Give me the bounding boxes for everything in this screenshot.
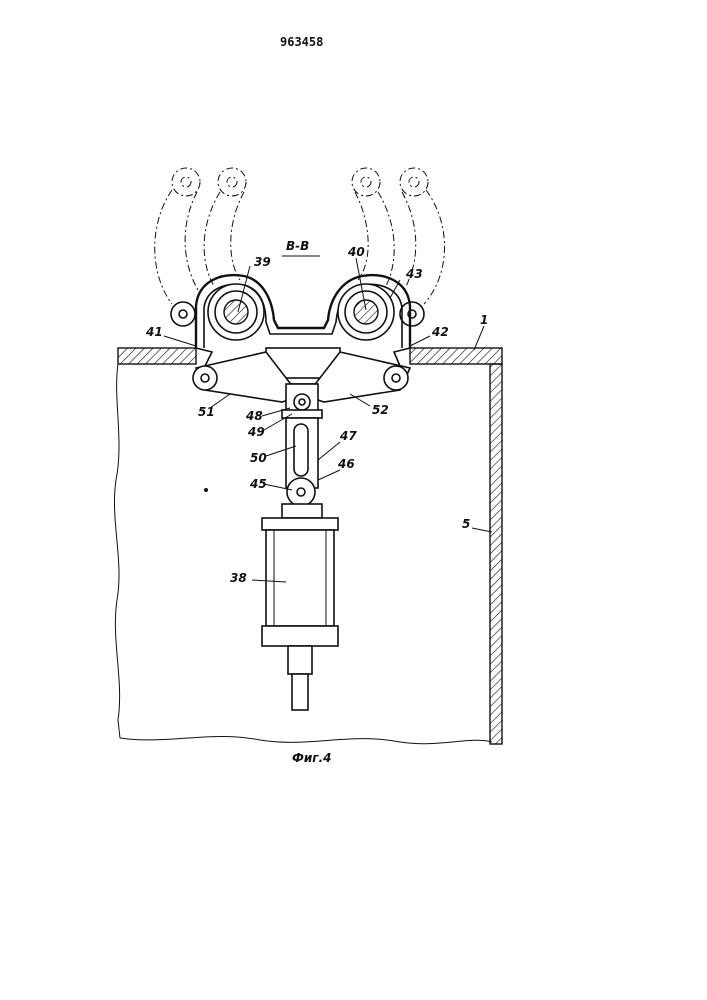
break-line-bottom <box>120 736 492 743</box>
callout-42: 42 <box>431 325 449 339</box>
callout-48: 48 <box>245 409 263 423</box>
callout-38: 38 <box>230 571 247 585</box>
side-wall <box>490 364 502 744</box>
cylinder-rod-upper <box>288 646 312 674</box>
callout-5: 5 <box>462 517 470 531</box>
callout-45: 45 <box>249 477 267 491</box>
callout-51: 51 <box>198 405 215 419</box>
pin-left-hole <box>179 310 187 318</box>
break-line-left <box>114 364 120 738</box>
figure-caption: Фиг.4 <box>292 751 332 765</box>
section-label-text: В-В <box>286 239 309 253</box>
page-number: 963458 <box>280 35 323 49</box>
roller-right <box>338 284 394 340</box>
callout-41: 41 <box>145 325 163 339</box>
pin-right <box>400 302 424 326</box>
callout-40: 40 <box>347 245 365 259</box>
arm-left <box>196 348 212 366</box>
cylinder-body <box>266 530 334 626</box>
callout-1: 1 <box>480 313 488 327</box>
lever-right-pivot <box>384 366 408 390</box>
section-label: В-В <box>282 239 320 256</box>
callout-43: 43 <box>405 267 423 281</box>
arm-right <box>394 348 410 366</box>
pin-left <box>171 302 195 326</box>
base-plate-right <box>410 348 502 364</box>
callout-50: 50 <box>250 451 267 465</box>
cylinder-cap-top <box>262 518 338 530</box>
base-plate-left <box>118 348 196 364</box>
callout-46: 46 <box>337 457 355 471</box>
lever-left-pivot <box>193 366 217 390</box>
callout-47: 47 <box>339 429 357 443</box>
roller-left <box>208 284 264 340</box>
cylinder-rod-lower <box>292 674 308 710</box>
cylinder-cap-bottom <box>262 626 338 646</box>
stray-dot <box>204 488 208 492</box>
pivot-45 <box>287 478 315 506</box>
cylinder-yoke <box>282 504 322 518</box>
callout-39: 39 <box>254 255 271 269</box>
callout-49: 49 <box>247 425 265 439</box>
callout-52: 52 <box>372 403 389 417</box>
